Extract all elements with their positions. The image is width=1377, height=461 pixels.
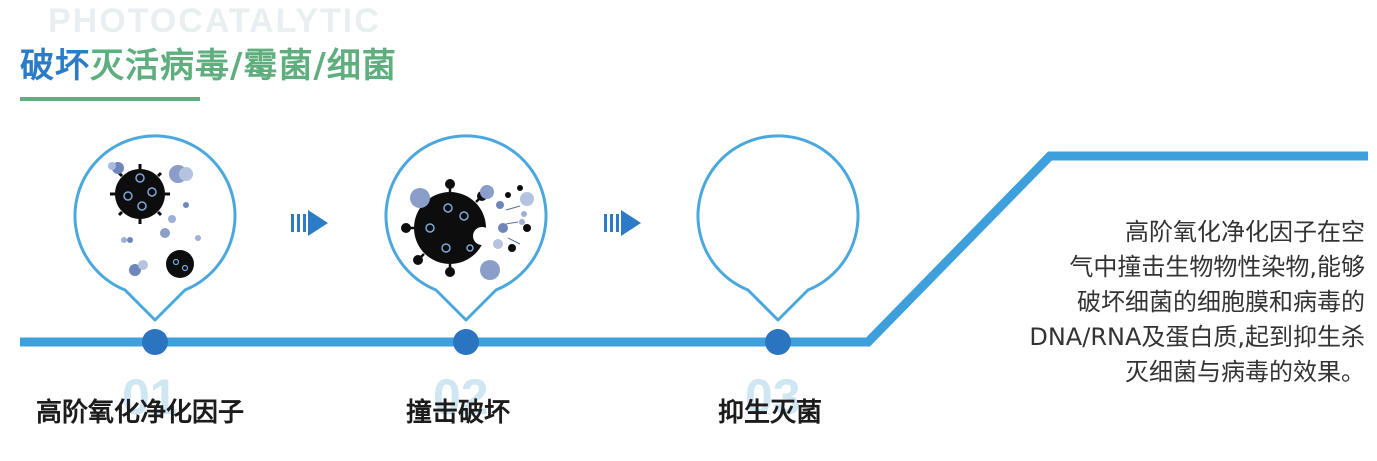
- timeline-node-1: [142, 329, 168, 355]
- title-underline: [20, 97, 200, 101]
- timeline-node-2: [453, 329, 479, 355]
- description-line-1: 高阶氧化净化因子在空: [1125, 218, 1365, 246]
- description-line-3: 破坏细菌的细胞膜和病毒的: [1077, 288, 1365, 316]
- bubble-3: [696, 134, 860, 322]
- arrow-right-icon: [604, 210, 641, 236]
- step-number-1: 01: [122, 369, 178, 425]
- step-label-2: 撞击破坏: [406, 398, 511, 428]
- title-part-blue: 破坏: [20, 46, 90, 86]
- step-number-3: 03: [745, 369, 801, 425]
- bubble-1: [73, 134, 237, 322]
- timeline-line: [20, 151, 1368, 347]
- title-part-green: 灭活病毒/霉菌/细菌: [90, 46, 397, 86]
- virus-cluster-icon: [108, 162, 201, 278]
- description-text: 高阶氧化净化因子在空 气中撞击生物物性染物,能够 破坏细菌的细胞膜和病毒的 DN…: [905, 215, 1365, 390]
- bubble-2: [384, 134, 548, 322]
- page-title: 破坏灭活病毒/霉菌/细菌: [20, 38, 397, 87]
- virus-impact-icon: [401, 179, 534, 280]
- title-watermark: PHOTOCATALYTIC: [48, 2, 381, 40]
- step-number-2: 02: [433, 369, 489, 425]
- arrow-right-icon: [291, 210, 328, 236]
- description-line-2: 气中撞击生物物性染物,能够: [1069, 253, 1365, 281]
- description-line-5: 灭细菌与病毒的效果。: [1125, 358, 1365, 386]
- timeline-node-3: [765, 329, 791, 355]
- description-line-4: DNA/RNA及蛋白质,起到抑生杀: [1029, 323, 1365, 351]
- step-label-1: 高阶氧化净化因子: [36, 398, 245, 428]
- step-label-3: 抑生灭菌: [718, 398, 823, 428]
